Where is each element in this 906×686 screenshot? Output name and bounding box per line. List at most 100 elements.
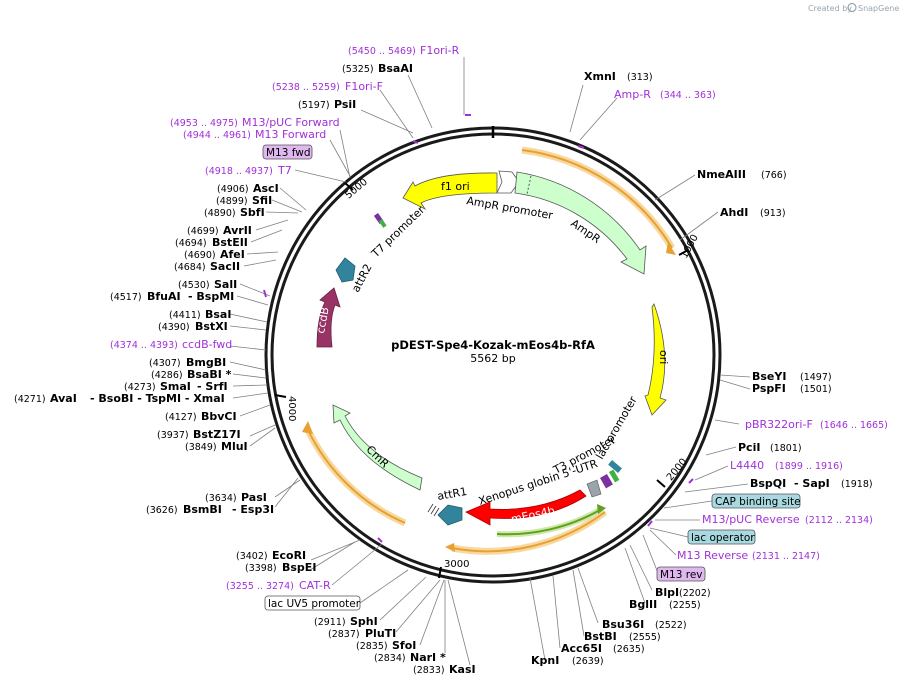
enzyme-avrii-pos: (4699) [187,226,219,237]
orf-cmr-arrowhead [302,421,313,434]
enzyme-kasi-pos: (2833) [413,665,445,676]
enzyme-sali-pos: (4530) [178,280,210,291]
feature-attr1-label: attR1 [436,485,468,503]
box-m13-fwd-label: M13 fwd [266,147,311,159]
enzyme-bstbi: BstBI [584,630,617,643]
enzyme-bspqi: BspQI [750,477,786,490]
enzyme-bstz17i: BstZ17I [193,428,241,441]
enzyme-bsai: BsaI [205,308,231,321]
enzyme-xmni: XmnI [584,70,616,83]
enzyme-avrii: AvrII [223,224,252,237]
enzyme-smai: SmaI [160,380,191,393]
primer-marks [263,114,694,543]
orf-green [496,509,601,536]
feature-f1ori[interactable]: f1 ori [402,172,498,211]
enzyme-sali: SalI [214,278,237,291]
primer-m13-fwd: M13 Forward [255,128,326,141]
primer-cat-r: CAT-R [299,579,331,592]
enzyme-bglii-pos: (2255) [669,600,701,611]
feature-ccdb[interactable]: ccdB [314,287,341,348]
primer-pbr322ori-f-range: (1646 .. 1665) [820,420,888,431]
feature-ampr[interactable]: AmpR [514,171,647,275]
enzyme-bsmbi-pos: (3626) [146,505,178,516]
feature-xenopus-label: Xenopus globin 5'-UTR [477,457,600,508]
enzyme-bstz17i-pos: (3937) [157,430,189,441]
enzyme-smai-pos: (4273) [124,382,156,393]
enzyme-esp3i: - Esp3I [232,503,274,516]
enzyme-blpi-pos: (2202) [679,588,711,599]
box-m13-rev[interactable]: M13 rev [656,566,706,582]
enzyme-bspei: BspEI [282,561,316,574]
enzyme-pspfi-pos: (1501) [800,384,832,395]
box-lac-uv5-promoter[interactable]: lac UV5 promoter [264,595,361,611]
enzyme-sbfi: SbfI [240,206,265,219]
box-cap-binding-site[interactable]: CAP binding site [711,493,801,509]
feature-cmr[interactable]: CmR [332,404,423,491]
enzyme-bsaai-pos: (5325) [342,64,374,75]
orf-green-arrowhead [597,504,606,514]
feature-ccdb-label: ccdB [314,306,331,334]
enzyme-afei: AfeI [220,248,245,261]
tick-4000: 4000 [274,394,297,421]
tick-3000: 3000 [438,559,469,579]
enzyme-bsabi: BsaBI * [187,368,232,381]
primer-m13-fwd-range: (4944 .. 4961) [183,130,251,141]
enzyme-sfoi: SfoI [392,639,416,652]
primer-ccdb-fwd-range: (4374 .. 4393) [110,340,178,351]
primer-f1ori-f: F1ori-F [345,80,383,93]
feature-ori[interactable]: ori [644,303,670,416]
plasmid-name: pDEST-Spe4-Kozak-mEos4b-RfA [391,338,595,352]
enzyme-pcii: PciI [738,441,760,454]
box-lac-operator[interactable]: lac operator [687,529,756,545]
enzyme-bsaai: BsaAI [378,62,413,75]
enzyme-acc65i-pos: (2635) [613,644,645,655]
enzyme-bspei-pos: (3398) [245,563,277,574]
enzyme-sfoi-pos: (2835) [356,641,388,652]
feature-t7-promoter[interactable]: T7 promoter [368,203,427,261]
feature-attr2[interactable]: attR2 [335,257,375,294]
box-cap-binding-site-label: CAP binding site [715,496,801,508]
primer-f1ori-r: F1ori-R [420,44,460,57]
enzyme-bsu36i: Bsu36I [602,618,644,631]
enzyme-bmgbi: BmgBI [186,356,226,369]
enzyme-mlui: MluI [221,440,248,453]
primer-m13-rev: M13 Reverse [677,549,748,562]
enzyme-bspmi: - BspMI [188,290,234,303]
feature-attr1[interactable]: attR1 [427,485,468,526]
plasmid-length: 5562 bp [470,352,515,365]
orf-meos-arrowhead [445,543,455,552]
box-lac-uv5-promoter-label: lac UV5 promoter [268,598,361,610]
enzyme-sfii: SfiI [252,194,272,207]
enzyme-pasi: PasI [241,491,267,504]
enzyme-asci-pos: (4906) [217,184,249,195]
enzyme-avai-isos: - BsoBI - TspMI - XmaI [90,392,225,405]
enzyme-ecori: EcoRI [272,549,306,562]
box-m13-fwd[interactable]: M13 fwd [262,144,313,160]
enzyme-avai: AvaI [50,392,77,405]
label-connectors [229,57,751,666]
enzyme-pluti-pos: (2837) [328,629,360,640]
enzyme-bsteii: BstEII [212,236,248,249]
enzyme-nmeaiii-pos: (766) [761,170,787,181]
orf-ampr [521,149,673,249]
enzyme-bbvci-pos: (4127) [165,412,197,423]
enzyme-bfuai: BfuAI [147,290,181,303]
enzyme-sapi: - SapI [794,477,830,490]
feature-ampr-promoter[interactable] [496,170,520,194]
box-m13-rev-label: M13 rev [660,569,703,581]
enzyme-ecori-pos: (3402) [236,551,268,562]
enzyme-sacii: SacII [210,260,240,273]
primer-m13puc-rev: M13/pUC Reverse [702,513,800,526]
enzyme-ahdi: AhdI [720,206,748,219]
primer-l4440-range: (1899 .. 1916) [775,461,843,472]
enzyme-asci: AscI [253,182,279,195]
enzyme-kasi: KasI [449,663,476,676]
feature-lac-promoter[interactable]: lac promoter [593,394,640,473]
enzyme-sacii-pos: (4684) [174,262,206,273]
enzyme-bstxi-pos: (4390) [158,322,190,333]
enzyme-blpi: BlpI [655,586,679,599]
enzyme-nmeaiii: NmeAIII [697,168,746,181]
primer-m13puc-fwd: M13/pUC Forward [242,116,340,129]
orf-cmr [306,427,406,524]
